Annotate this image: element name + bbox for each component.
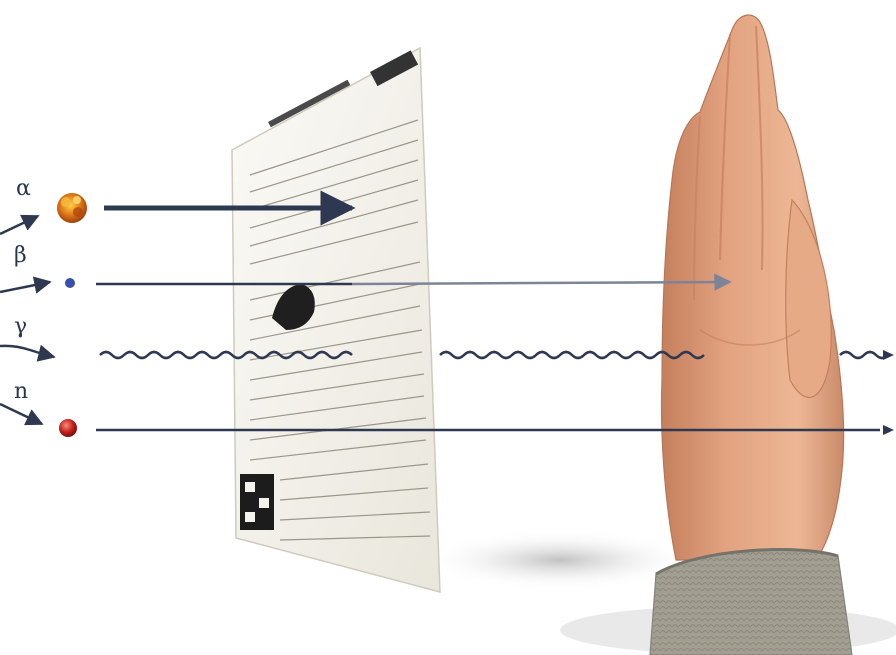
gamma-arrowhead — [883, 350, 894, 360]
gamma-ray-behind — [840, 352, 888, 358]
beta-particle-icon — [65, 278, 75, 288]
neutron-label: n — [14, 379, 28, 404]
alpha-particle-icon — [57, 193, 87, 223]
alpha-label: α — [16, 176, 31, 201]
alpha-incoming-arrow — [0, 216, 38, 234]
neutron-arrowhead — [883, 425, 894, 435]
gamma-label: γ — [14, 314, 27, 339]
beta-incoming-arrow — [0, 282, 50, 292]
neutron-incoming-arrow — [0, 404, 42, 424]
paper-sheet — [232, 48, 440, 592]
gamma-incoming-wave — [0, 346, 54, 357]
neutron-particle-icon — [59, 419, 77, 437]
sweater-sleeve — [650, 550, 852, 655]
beta-label: β — [14, 243, 27, 268]
